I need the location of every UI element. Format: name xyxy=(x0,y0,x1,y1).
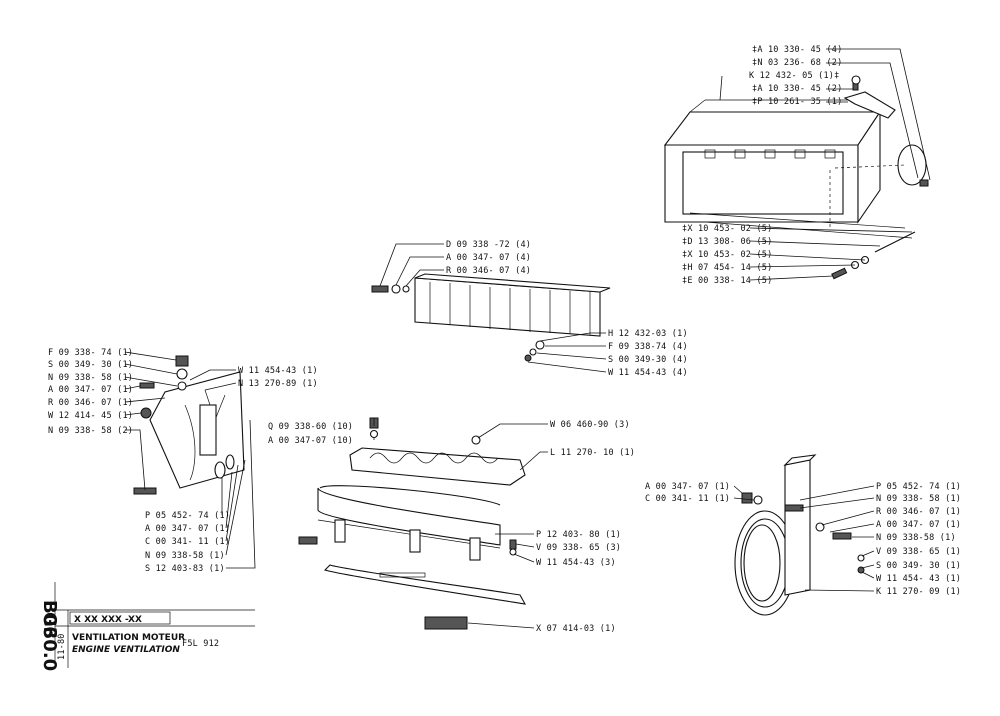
part-label: S 00 349- 30 (1) xyxy=(48,360,133,370)
part-label: P 12 403- 80 (1) xyxy=(536,530,621,540)
title-block: X XX XXX -XX VENTILATION MOTEUR ENGINE V… xyxy=(39,582,255,671)
part-label: W 12 414- 45 (1) xyxy=(48,411,133,421)
fan-housing-labels: ‡A 10 330- 45 (4) ‡N 03 236- 68 (2) K 12… xyxy=(682,45,842,286)
part-label: A 00 347-07 (10) xyxy=(268,436,353,446)
part-label: N 13 270-89 (1) xyxy=(238,379,318,389)
part-label: V 09 338- 65 (3) xyxy=(536,543,621,553)
part-label: X 07 414-03 (1) xyxy=(536,624,616,634)
part-label: P 05 452- 74 (1) xyxy=(876,482,961,492)
part-label: ‡A 10 330- 45 (4) xyxy=(752,45,842,55)
part-label: W 11 454- 43 (1) xyxy=(876,574,961,584)
part-label: ‡X 10 453- 02 (5) xyxy=(682,224,772,234)
part-label: W 11 454-43 (4) xyxy=(608,368,688,378)
part-label: L 11 270- 10 (1) xyxy=(550,448,635,458)
page-code: G30.0 xyxy=(39,612,60,671)
part-label: S 00 349-30 (4) xyxy=(608,355,688,365)
lower-shroud-drawing xyxy=(298,417,527,630)
part-label: N 09 338- 58 (1) xyxy=(876,494,961,504)
part-label: N 09 338- 58 (2) xyxy=(48,426,133,436)
part-label: N 09 338-58 (1) xyxy=(145,551,225,561)
part-label: W 11 454-43 (3) xyxy=(536,558,616,568)
side-bracket-labels: F 09 338- 74 (1) S 00 349- 30 (1) N 09 3… xyxy=(48,348,318,574)
part-label: R 00 346- 07 (1) xyxy=(876,507,961,517)
deflector-labels: D 09 338 -72 (4) A 00 347- 07 (4) R 00 3… xyxy=(446,240,688,378)
part-label: ‡D 13 308- 06 (5) xyxy=(682,237,772,247)
hose-clamp-drawing xyxy=(734,454,865,616)
lower-shroud-labels: Q 09 338-60 (10) A 00 347-07 (10) W 06 4… xyxy=(268,420,635,634)
hose-clamp-labels: A 00 347- 07 (1) C 00 341- 11 (1) P 05 4… xyxy=(645,482,961,597)
part-label: K 12 432- 05 (1)‡ xyxy=(749,71,839,81)
part-label: V 09 338- 65 (1) xyxy=(876,547,961,557)
part-label: ‡E 00 338- 14 (5) xyxy=(682,276,772,286)
part-label: F 09 338- 74 (1) xyxy=(48,348,133,358)
part-label: F 09 338-74 (4) xyxy=(608,342,688,352)
part-label: N 09 338-58 (1) xyxy=(876,533,956,543)
part-label: A 00 347- 07 (4) xyxy=(446,253,531,263)
part-label: C 00 341- 11 (1) xyxy=(645,494,730,504)
part-label: ‡X 10 453- 02 (5) xyxy=(682,250,772,260)
part-label: K 11 270- 09 (1) xyxy=(876,587,961,597)
part-label: S 00 349- 30 (1) xyxy=(876,561,961,571)
deflector-drawing xyxy=(371,273,611,362)
part-label: S 12 403-83 (1) xyxy=(145,564,225,574)
side-bracket-drawing xyxy=(133,355,245,495)
part-label: R 00 346- 07 (1) xyxy=(48,398,133,408)
title-code: X XX XXX -XX xyxy=(74,615,142,625)
title-en: ENGINE VENTILATION xyxy=(72,645,180,655)
section-code: B06 xyxy=(39,600,60,639)
part-label: ‡N 03 236- 68 (2) xyxy=(752,58,842,68)
part-label: N 09 338- 58 (1) xyxy=(48,373,133,383)
part-label: P 05 452- 74 (1) xyxy=(145,511,230,521)
title-fr: VENTILATION MOTEUR xyxy=(72,633,185,643)
date-label: 11-80 xyxy=(57,633,67,660)
part-label: A 00 347- 07 (1) xyxy=(145,524,230,534)
part-label: ‡P 10 261- 35 (1) xyxy=(752,97,842,107)
part-label: A 00 347- 07 (1) xyxy=(876,520,961,530)
model-label: F5L 912 xyxy=(182,639,219,649)
part-label: R 00 346- 07 (4) xyxy=(446,266,531,276)
part-label: W 06 460-90 (3) xyxy=(550,420,630,430)
part-label: Q 09 338-60 (10) xyxy=(268,422,353,432)
part-label: A 00 347- 07 (1) xyxy=(645,482,730,492)
leader-lines xyxy=(124,48,931,629)
part-label: A 00 347- 07 (1) xyxy=(48,385,133,395)
part-label: ‡H 07 454- 14 (5) xyxy=(682,263,772,273)
fan-housing-drawing xyxy=(663,75,929,280)
part-label: H 12 432-03 (1) xyxy=(608,329,688,339)
part-label: C 00 341- 11 (1) xyxy=(145,537,230,547)
part-label: D 09 338 -72 (4) xyxy=(446,240,531,250)
part-label: W 11 454-43 (1) xyxy=(238,366,318,376)
part-label: ‡A 10 330- 45 (2) xyxy=(752,84,842,94)
